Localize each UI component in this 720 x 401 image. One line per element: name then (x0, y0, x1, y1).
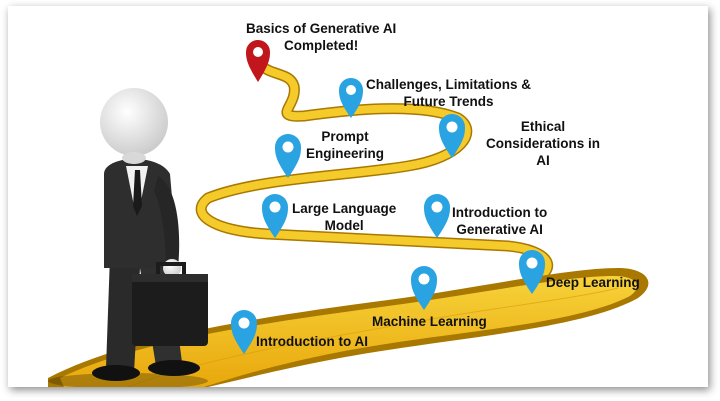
milestone-machine-learning-label: Machine Learning (372, 314, 487, 329)
winding-road (48, 58, 649, 387)
road-illustration (48, 58, 649, 387)
milestone-ethics-line-1: Ethical (520, 119, 566, 134)
map-pin-icon[interactable] (439, 114, 465, 158)
map-pin-icon[interactable] (424, 194, 450, 238)
milestone-intro-ai-label: Introduction to AI (256, 334, 368, 349)
map-pin-icon[interactable] (262, 194, 288, 238)
milestone-genai-line-1: Introduction to (452, 205, 548, 220)
map-pin-icon[interactable] (231, 310, 257, 354)
map-pin-icon[interactable] (339, 78, 363, 118)
milestone-prompt-line-2: Engineering (306, 146, 385, 161)
milestone-llm-label: Large Language Model (292, 200, 396, 234)
milestone-ethics-line-3: AI (536, 153, 550, 168)
map-pin-icon[interactable] (519, 250, 545, 294)
roadmap-frame: Basics of Generative AI Completed! Chall… (8, 6, 708, 387)
milestone-genai-label: Introduction to Generative AI (452, 204, 547, 238)
milestone-challenges-label: Challenges, Limitations & Future Trends (366, 76, 531, 110)
milestone-prompt-line-1: Prompt (321, 129, 369, 144)
milestone-deep-learning-label: Deep Learning (546, 275, 640, 290)
milestone-ethics-line-2: Considerations in (486, 136, 601, 151)
pins-layer (231, 40, 545, 354)
destination-pin-icon[interactable] (246, 40, 270, 82)
milestone-ethics-label: Ethical Considerations in AI (486, 118, 600, 169)
businessman-figure (48, 88, 208, 387)
milestone-challenges-line-1: Challenges, Limitations & (366, 77, 532, 92)
milestone-genai-line-2: Generative AI (456, 222, 543, 237)
milestone-llm-line-1: Large Language (292, 201, 397, 216)
milestone-llm-line-2: Model (324, 218, 364, 233)
goal-label-line-2: Completed! (284, 38, 359, 53)
goal-label: Basics of Generative AI Completed! (246, 20, 396, 54)
milestone-challenges-line-2: Future Trends (403, 94, 494, 109)
milestone-prompt-label: Prompt Engineering (306, 128, 384, 162)
map-pin-icon[interactable] (411, 266, 437, 310)
map-pin-icon[interactable] (275, 134, 301, 178)
goal-label-line-1: Basics of Generative AI (246, 21, 397, 36)
